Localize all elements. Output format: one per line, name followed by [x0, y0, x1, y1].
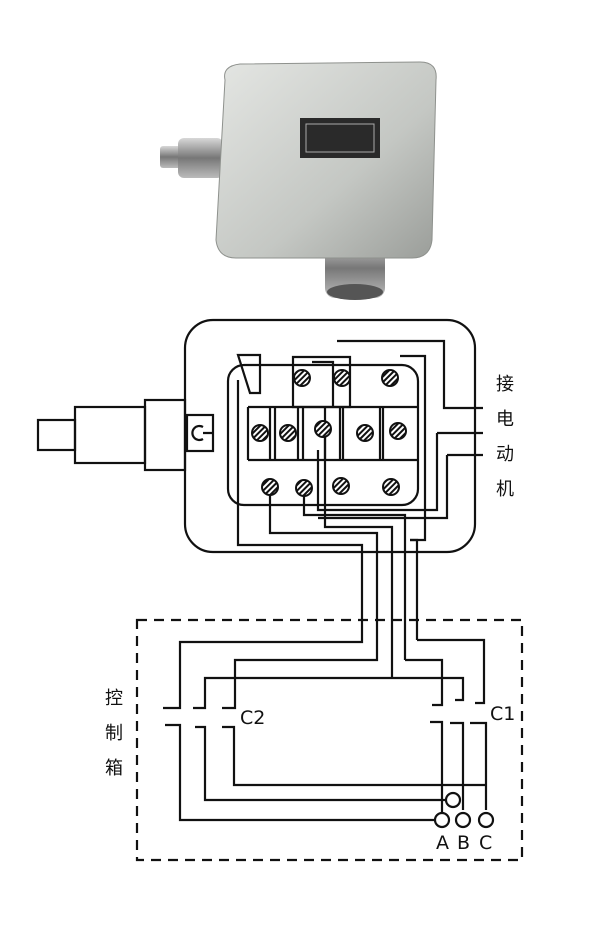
control-box [135, 618, 524, 862]
control-box-label-2: 制 [105, 723, 123, 744]
contactor-c2-label: C2 [240, 707, 266, 729]
plunger-cap [36, 418, 77, 452]
terminal-b-label: B [457, 832, 471, 854]
terminal-screws [251, 369, 407, 497]
switch-photo [160, 61, 437, 300]
motor-label-4: 机 [496, 479, 514, 500]
terminal-c-label: C [479, 832, 493, 854]
motor-label-3: 动 [496, 444, 514, 465]
switch-schematic [36, 318, 483, 675]
terminal-a [433, 811, 451, 829]
motor-label-2: 电 [496, 409, 514, 430]
motor-label-1: 接 [496, 374, 514, 395]
terminal-a-label: A [436, 832, 449, 854]
terminal-b [454, 811, 472, 829]
contactor-c1-label: C1 [490, 703, 516, 725]
control-box-label-1: 控 [105, 688, 123, 709]
control-box-label-3: 箱 [105, 758, 123, 779]
nameplate [300, 118, 380, 158]
terminal-c [477, 811, 495, 829]
